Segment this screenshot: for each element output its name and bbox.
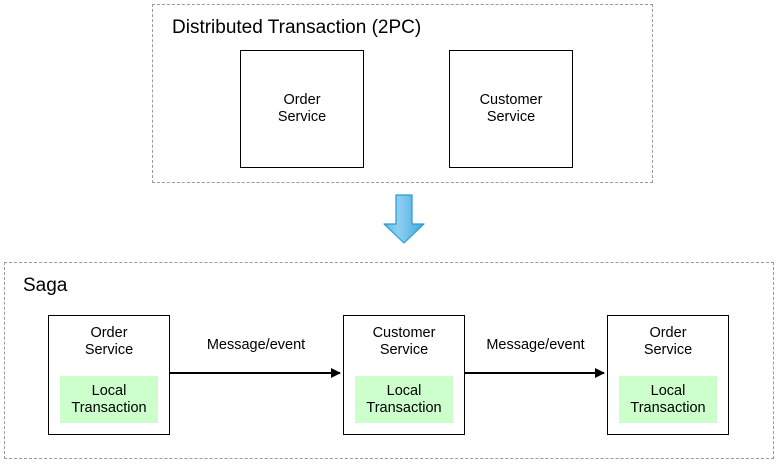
local-transaction-customer-service-saga: Local Transaction — [355, 376, 453, 423]
connector-2-label: Message/event — [486, 337, 585, 353]
local-transaction-order-service-saga-1: Local Transaction — [60, 376, 158, 423]
group-distributed-transaction — [152, 4, 653, 183]
connector-1-arrow — [170, 368, 341, 378]
connector-1-label: Message/event — [206, 337, 306, 353]
box-order-service-saga-1-label: Order Service — [84, 325, 134, 358]
connector-2-arrow — [465, 368, 605, 378]
box-order-service-2pc[interactable] — [240, 50, 364, 168]
box-customer-service-saga-label: Customer Service — [372, 325, 436, 358]
transition-down-arrow — [382, 194, 426, 244]
group-saga-title: Saga — [23, 275, 68, 296]
group-distributed-transaction-title: Distributed Transaction (2PC) — [172, 17, 422, 38]
arrow-down-icon — [383, 194, 425, 244]
box-customer-service-2pc[interactable] — [449, 50, 573, 168]
box-order-service-saga-2-label: Order Service — [643, 325, 693, 358]
box-order-service-2pc-label: Order Service — [277, 92, 327, 125]
local-transaction-order-service-saga-2: Local Transaction — [619, 376, 717, 423]
box-customer-service-2pc-label: Customer Service — [479, 92, 543, 125]
group-saga — [4, 262, 774, 459]
